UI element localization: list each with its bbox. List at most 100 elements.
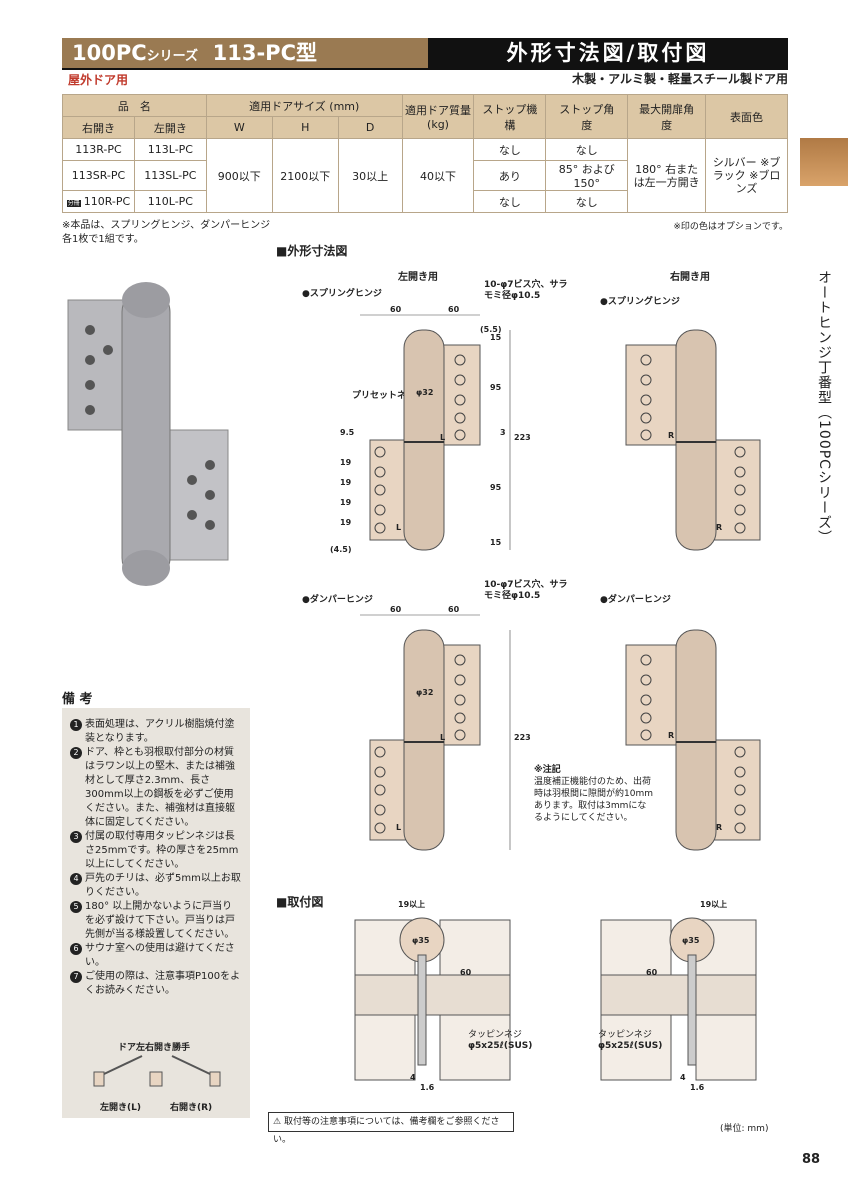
door-hand-box: ドア左右開き勝手 左開き(L) 右開き(R) (62, 1018, 250, 1118)
tapping-screw-right: タッピンネジ φ5x25ℓ(SUS) (598, 1030, 662, 1052)
cell-left-2: 113SL-PC (133, 160, 207, 191)
damper-hinge-left-drawing: 60 60 φ32 L L 223 (360, 605, 531, 851)
phi32-label-1: φ32 (416, 388, 433, 397)
row-prefix-badge: 分冊 (66, 200, 81, 207)
th-size: 適用ドアサイズ (mm) (205, 94, 403, 117)
damper-hinge-label-right: ●ダンパーヒンジ (600, 595, 671, 605)
remark-text: 戸先のチリは、必ず5mm以上お取りください。 (85, 873, 241, 898)
dim-60-a: 60 (390, 305, 402, 314)
mount-drawing-left: 19以上 φ35 60 4 1.6 (354, 899, 511, 1092)
remark-text: 付属の取付専用タッピンネジは長さ25mmです。枠の厚さを25mm以上にしてくださ… (85, 831, 239, 870)
th-h: H (271, 116, 339, 139)
remark-number: 4 (70, 873, 82, 885)
th-left: 左開き (133, 116, 207, 139)
model-name: 113-PC型 (212, 41, 317, 65)
mount-35-left: φ35 (412, 936, 430, 945)
temperature-note-title: ※注記 (534, 765, 561, 775)
tapping-screw-left: タッピンネジ φ5x25ℓ(SUS) (468, 1030, 532, 1052)
door-types-label: 木製・アルミ製・軽量スチール製ドア用 (572, 72, 788, 86)
section-title: 外形寸法図/取付図 (428, 38, 788, 68)
dim-95-lower: 95 (490, 483, 502, 492)
th-d: D (337, 116, 403, 139)
th-w: W (205, 116, 273, 139)
mark2-r-bottom: R (716, 823, 722, 832)
door-hand-title: ドア左右開き勝手 (118, 1043, 191, 1053)
remark-number: 6 (70, 943, 82, 955)
side-category-label: オートヒンジ丁番型（100PCシリーズ） (816, 270, 832, 545)
damper-hinge-label-left: ●ダンパーヒンジ (302, 595, 373, 605)
right-open-heading: 右開き用 (670, 272, 710, 283)
preset-screw-label: プリセットネジ (352, 391, 416, 401)
mount-drawing-right: 19以上 φ35 60 4 1.6 (600, 899, 757, 1092)
dim-19-c: 19 (340, 498, 352, 507)
dim-4-5-bottom: (4.5) (330, 545, 351, 554)
mount-35-right: φ35 (682, 936, 700, 945)
dim-19-a: 19 (340, 458, 352, 467)
th-stop-angle: ストップ角 度 (545, 94, 629, 139)
remark-text: 表面処理は、アクリル樹脂焼付塗装となります。 (85, 719, 235, 744)
mark2-l-top: L (440, 733, 445, 742)
dim-95-right: 95 (490, 383, 502, 392)
mount-60-right: 60 (646, 968, 658, 977)
cell-mass: 40以下 (401, 138, 475, 213)
mark-l-top: L (440, 433, 445, 442)
remark-number: 1 (70, 719, 82, 731)
cell-d: 30以上 (337, 138, 403, 213)
phi32-label-2: φ32 (416, 688, 433, 697)
remark-number: 2 (70, 747, 82, 759)
temperature-note-body: 温度補正機能付のため、出荷時は羽根間に隙間が約10mmあります。取付は3mmにな… (534, 777, 653, 823)
tapping-spec-right: φ5x25ℓ(SUS) (598, 1041, 663, 1051)
tapping-label-right: タッピンネジ (598, 1030, 652, 1040)
set-note: ※本品は、スプリングヒンジ、ダンパーヒンジ各1枚で1組です。 (62, 220, 271, 245)
mount-19-right: 19以上 (700, 899, 727, 909)
mark-r-top: R (668, 431, 674, 440)
cell-max-angle: 180° 右または左一方開き (627, 138, 707, 213)
remark-text: 180° 以上開かないように戸当りを必ず設けて下さい。戸当りは戸先側が当る様設置… (85, 901, 235, 940)
dim2-223: 223 (514, 733, 531, 742)
mark2-l-bottom: L (396, 823, 401, 832)
th-right: 右開き (62, 116, 135, 139)
cell-left-3: 110L-PC (133, 190, 207, 213)
product-photo (67, 282, 229, 586)
cell-stop-angle-2: 85° および150° (545, 160, 629, 191)
screw-hole-note-1: 10-φ7ビス穴、サラモミ径φ10.5 (484, 280, 568, 301)
mark2-r-top: R (668, 731, 674, 740)
th-stop-mech: ストップ機 構 (473, 94, 548, 139)
th-mass: 適用ドア質量(kg) (401, 94, 475, 139)
series-suffix: シリーズ (146, 49, 198, 64)
cell-colors: シルバー ※ブラック ※ブロンズ (705, 138, 788, 213)
warning-icon: ⚠ (273, 1117, 282, 1127)
spring-hinge-left-drawing: 60 60 φ32 L L 223 95 95 9.5 19 19 19 19 … (330, 305, 531, 554)
spring-hinge-label-right: ●スプリングヒンジ (600, 297, 680, 307)
dim-3: 3 (500, 428, 506, 437)
spring-hinge-right-drawing: R R (625, 329, 761, 551)
dim-5-5-top: (5.5) (480, 325, 501, 334)
mount-4-right: 4 (680, 1073, 686, 1082)
mount-60-left: 60 (460, 968, 472, 977)
left-open-heading: 左開き用 (398, 272, 438, 283)
spec-table: 品 名 適用ドアサイズ (mm) 適用ドア質量(kg) ストップ機 構 ストップ… (62, 94, 788, 213)
cell-right-1: 113R-PC (62, 138, 135, 161)
th-color: 表面色 (705, 94, 788, 139)
cell-stop-mech-3: なし (473, 190, 547, 213)
dim-19-b: 19 (340, 478, 352, 487)
series-name: 100PC (72, 41, 147, 65)
outline-section-title: ■外形寸法図 (276, 244, 348, 258)
th-max-angle: 最大開扉角 度 (627, 94, 707, 139)
spring-hinge-label-left: ●スプリングヒンジ (302, 289, 382, 299)
remark-number: 7 (70, 971, 82, 983)
mount-19-left: 19以上 (398, 899, 425, 909)
damper-hinge-right-drawing: R R (625, 629, 761, 851)
cell-stop-angle-1: なし (545, 138, 629, 161)
dim2-60-a: 60 (390, 605, 402, 614)
cell-right-3-text: 110R-PC (83, 195, 131, 208)
dim-15-top: 15 (490, 333, 502, 342)
dim-15-bottom: 15 (490, 538, 502, 547)
